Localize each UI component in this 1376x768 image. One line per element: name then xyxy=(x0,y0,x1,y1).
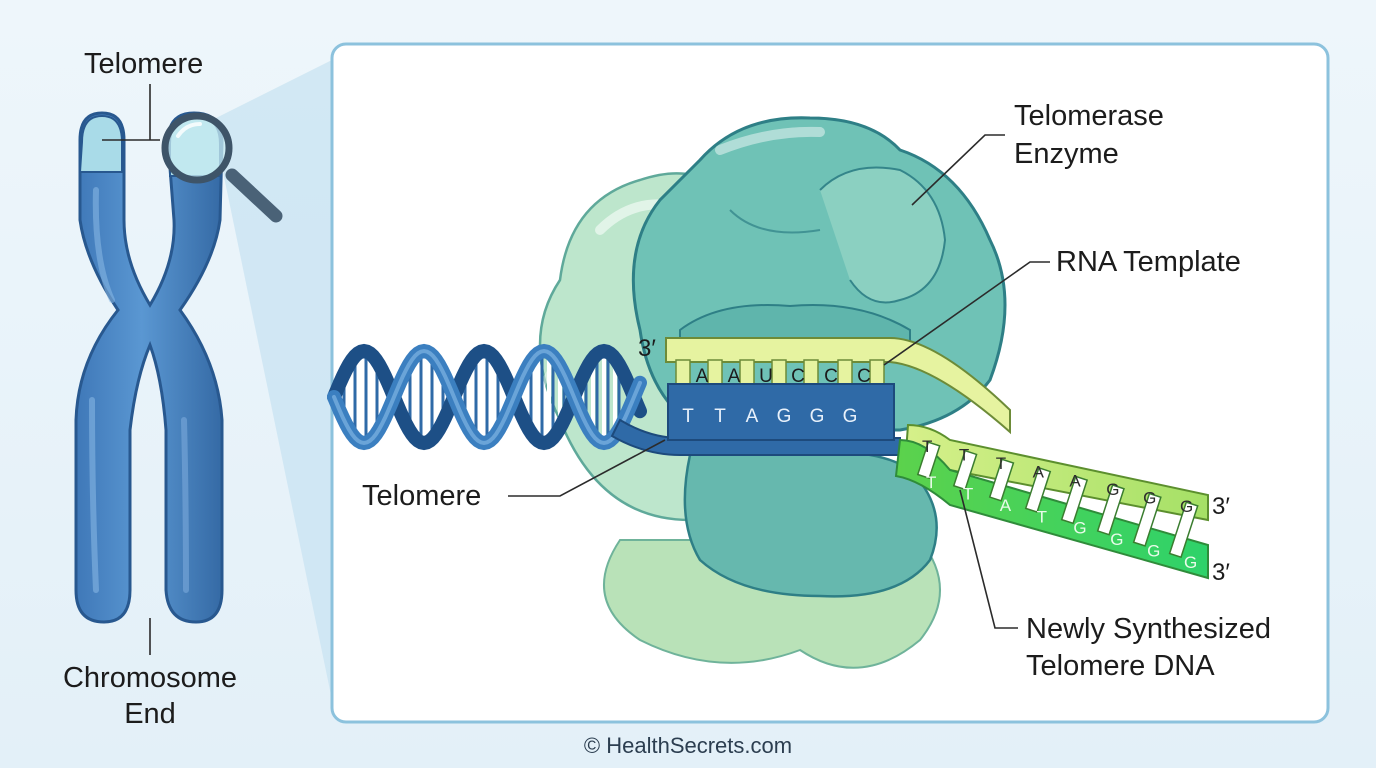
telomere-cap-left xyxy=(78,114,123,173)
new-dna-tooth xyxy=(1132,492,1162,547)
new-top-base-letter: G xyxy=(1180,497,1193,516)
label-telomerase-1: Telomerase xyxy=(1014,100,1164,132)
rna-base-letter: C xyxy=(824,366,838,387)
rna-base-letter: U xyxy=(759,366,773,387)
new-dna-tooth xyxy=(988,458,1015,502)
new-bottom-base-letter: G xyxy=(1147,542,1160,561)
new-dna-tooth xyxy=(1060,475,1089,525)
new-dna-base-pair: TT xyxy=(916,437,941,492)
new-top-base-letter: T xyxy=(996,454,1006,473)
label-newly-synthesized-1: Newly Synthesized xyxy=(1026,613,1271,645)
label-chromosome-end-2: End xyxy=(124,698,176,730)
telomere-mid-leader xyxy=(508,439,666,497)
new-dna-base-pair: AT xyxy=(1024,463,1052,526)
new-bottom-base-letter: A xyxy=(1000,496,1012,515)
dna-base-letter: G xyxy=(777,406,792,427)
new-dna-strand xyxy=(894,423,1209,580)
dna-base-letter: T xyxy=(682,406,694,427)
new-dna-base-pair: TT xyxy=(952,446,978,503)
rna-base-letter: A xyxy=(728,366,741,387)
dna-double-helix xyxy=(327,343,647,451)
new-dna-base-pair: AG xyxy=(1060,471,1089,538)
label-rna-template: RNA Template xyxy=(1056,246,1241,278)
new-top-base-letter: G xyxy=(1106,480,1119,499)
zoom-cone xyxy=(212,60,332,700)
label-telomere-top: Telomere xyxy=(84,48,204,80)
dna-template-block xyxy=(667,383,895,441)
new-dna-base-pair: GG xyxy=(1132,488,1162,561)
new-dna-tooth xyxy=(1024,466,1052,514)
label-3prime-new-top: 3′ xyxy=(1212,493,1230,520)
label-chromosome-end-1: Chromosome xyxy=(62,662,238,694)
new-bottom-base-letter: G xyxy=(1110,530,1123,549)
new-bottom-base-letter: T xyxy=(926,473,936,492)
new-dna-tooth xyxy=(916,441,941,480)
new-bottom-base-letter: G xyxy=(1073,519,1086,538)
new-bottom-base-letter: T xyxy=(1037,507,1047,526)
telomerase-leader xyxy=(911,134,1005,206)
label-newly-synthesized-2: Telomere DNA xyxy=(1026,650,1215,682)
new-dna-base-pair: GG xyxy=(1168,497,1199,572)
rna-base-letter: C xyxy=(791,366,805,387)
new-top-base-letter: T xyxy=(922,437,932,456)
chromosome-body xyxy=(74,111,224,624)
dna-base-letter: A xyxy=(746,406,759,427)
rna-template-leader xyxy=(883,261,1050,366)
new-top-base-letter: T xyxy=(959,446,969,465)
chromosome xyxy=(74,111,224,624)
rna-base-letter: C xyxy=(857,366,871,387)
new-top-base-letter: A xyxy=(1033,463,1045,482)
label-3prime-rna: 3′ xyxy=(638,335,656,362)
new-bottom-base-letter: G xyxy=(1184,553,1197,572)
label-telomere-mid: Telomere xyxy=(362,480,482,512)
new-dna-tooth xyxy=(1168,501,1199,559)
label-3prime-new-bottom: 3′ xyxy=(1212,559,1230,586)
new-top-base-letter: A xyxy=(1069,471,1081,490)
newly-synthesized-leader xyxy=(959,489,1018,629)
new-dna-base-pair: GG xyxy=(1096,480,1125,549)
copyright-credit: © HealthSecrets.com xyxy=(583,733,793,758)
new-dna-tooth xyxy=(952,449,978,491)
new-bottom-base-letter: T xyxy=(963,484,973,503)
new-dna-base-pair: TA xyxy=(988,454,1015,515)
new-dna-tooth xyxy=(1096,484,1125,536)
helix-strand-back xyxy=(327,343,647,451)
dna-base-letter: T xyxy=(714,406,726,427)
dna-base-letter: G xyxy=(843,406,858,427)
magnifier-icon xyxy=(161,112,283,223)
helix-strand-highlight xyxy=(332,348,642,446)
dna-base-letter: G xyxy=(810,406,825,427)
new-top-base-letter: G xyxy=(1143,488,1156,507)
rna-base-letter: A xyxy=(696,366,709,387)
label-telomerase-2: Enzyme xyxy=(1014,138,1119,170)
